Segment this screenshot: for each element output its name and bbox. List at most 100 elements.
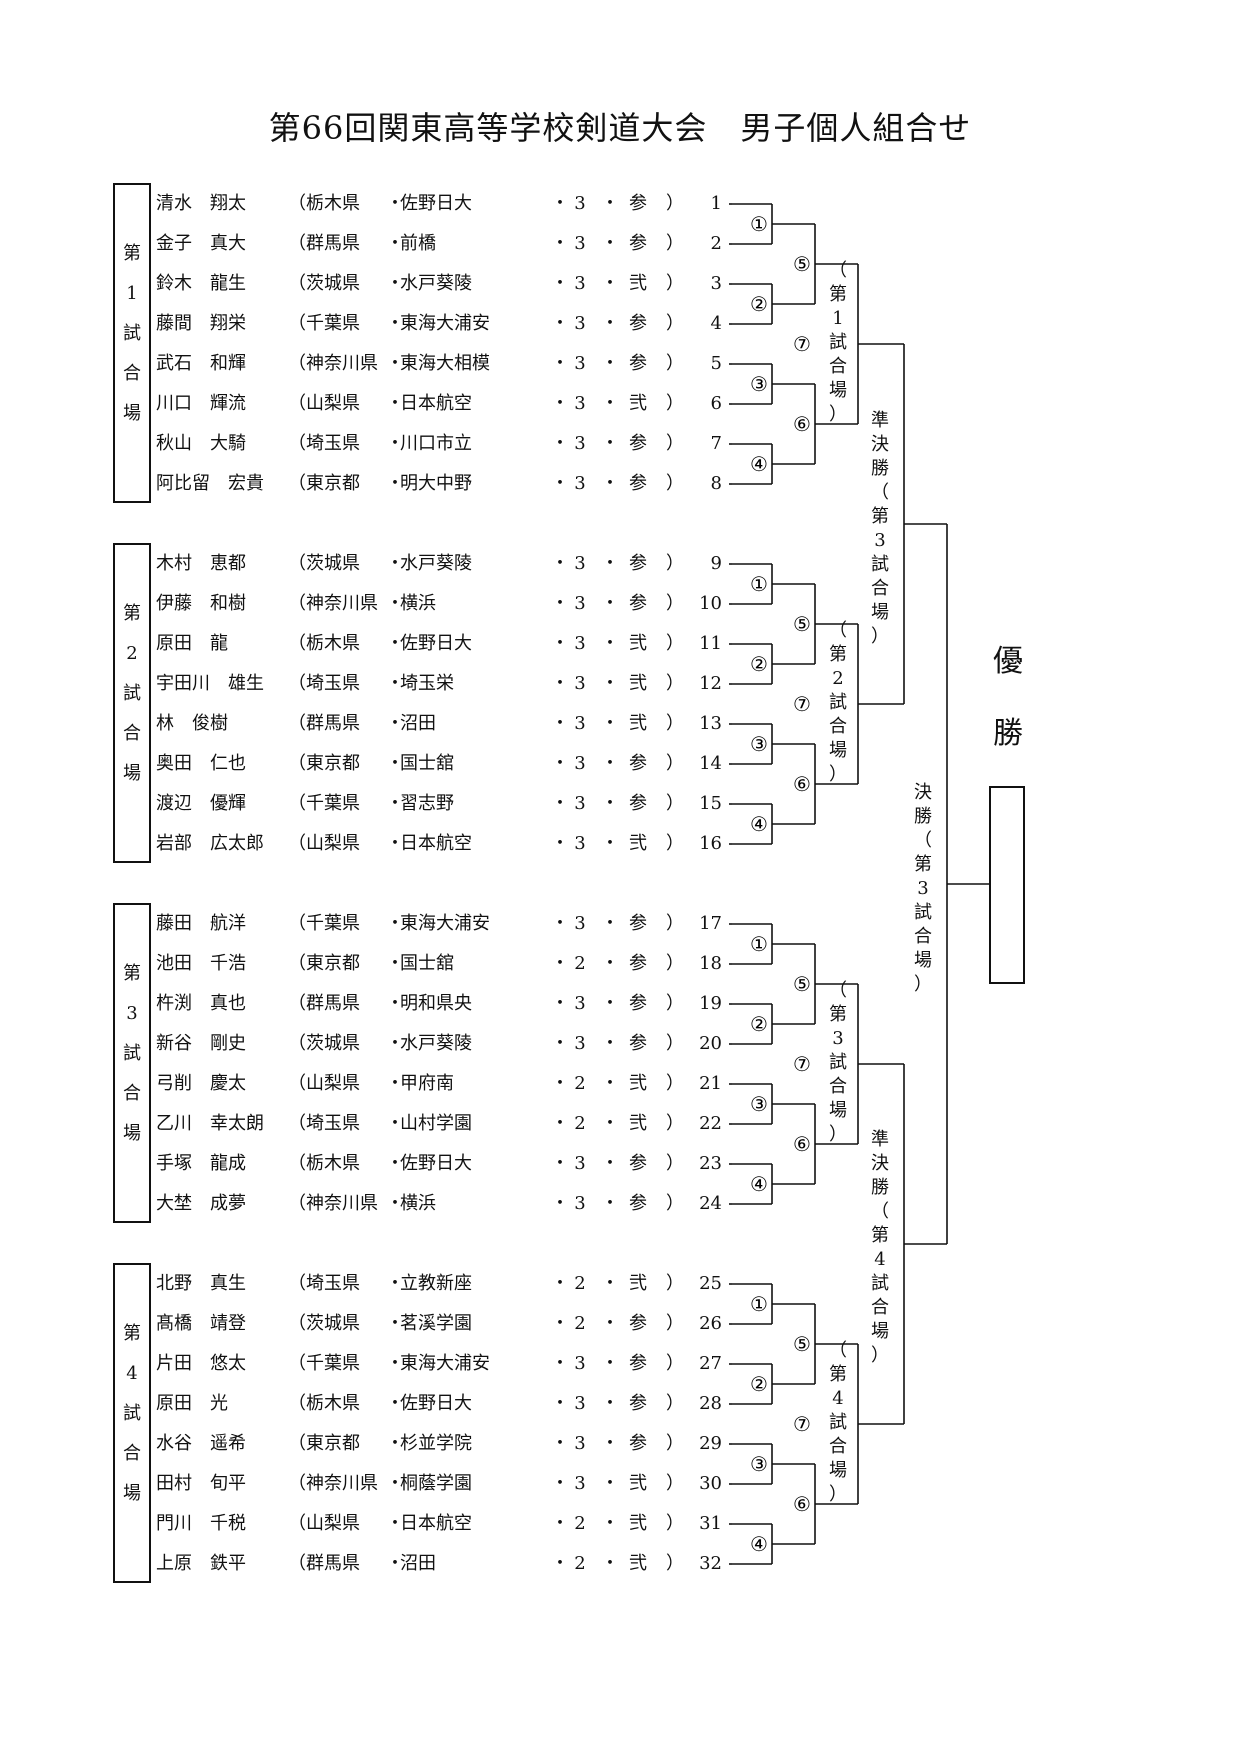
paren-open: （ xyxy=(288,1273,306,1294)
entry-row: 金子 真大（群馬県・前橋・3・参）2 xyxy=(156,229,726,259)
dot-sep: ・ xyxy=(386,1033,404,1054)
player-name: 阿比留 宏貴 xyxy=(156,473,264,494)
vlabel-char: 第 xyxy=(829,1004,847,1025)
dan-rank: 弐 xyxy=(629,273,647,294)
paren-open: （ xyxy=(288,673,306,694)
vlabel-char: 合 xyxy=(871,578,889,599)
entry-row: 清水 翔太（栃木県・佐野日大・3・参）1 xyxy=(156,189,726,219)
paren-close: ） xyxy=(666,393,684,414)
dot-sep: ・ xyxy=(601,553,619,574)
vlabel-char: 試 xyxy=(829,332,847,353)
school: 東海大浦安 xyxy=(400,313,490,334)
vlabel-char: 決 xyxy=(871,1153,889,1174)
dot-sep: ・ xyxy=(551,633,569,654)
school: 水戸葵陵 xyxy=(400,1033,472,1054)
title-sub: 男子個人組合せ xyxy=(740,109,972,147)
player-name: 伊藤 和樹 xyxy=(156,593,246,614)
dot-sep: ・ xyxy=(601,633,619,654)
match-number: ⑦ xyxy=(793,332,811,356)
school: 日本航空 xyxy=(400,1513,472,1534)
paren-open: （ xyxy=(288,1473,306,1494)
entry-row: 手塚 龍成（栃木県・佐野日大・3・参）23 xyxy=(156,1149,726,1179)
vlabel-char: 試 xyxy=(914,902,932,923)
paren-close: ） xyxy=(666,1113,684,1134)
entry-number: 9 xyxy=(710,553,722,574)
prefecture: 栃木県 xyxy=(306,1393,360,1414)
paren-open: （ xyxy=(288,1553,306,1574)
prefecture: 山梨県 xyxy=(306,833,360,854)
court-box-3 xyxy=(113,903,151,1223)
paren-open: （ xyxy=(288,633,306,654)
entry-row: 門川 千税（山梨県・日本航空・2・弐）31 xyxy=(156,1509,726,1539)
paren-close: ） xyxy=(666,633,684,654)
paren-close: ） xyxy=(666,1273,684,1294)
player-name: 川口 輝流 xyxy=(156,393,246,414)
court-label-char: 1 xyxy=(126,283,138,304)
match-number: ③ xyxy=(750,1092,768,1116)
school: 沼田 xyxy=(400,713,436,734)
dot-sep: ・ xyxy=(551,1553,569,1574)
dot-sep: ・ xyxy=(601,353,619,374)
school: 東海大相模 xyxy=(400,353,490,374)
dan-rank: 参 xyxy=(629,793,647,814)
entry-number: 22 xyxy=(699,1113,722,1134)
dan-rank: 参 xyxy=(629,1353,647,1374)
dot-sep: ・ xyxy=(551,1073,569,1094)
match-number: ② xyxy=(750,292,768,316)
dan-rank: 参 xyxy=(629,233,647,254)
grade: 3 xyxy=(574,673,586,694)
vlabel-char: 4 xyxy=(874,1249,886,1270)
match-number: ① xyxy=(750,212,768,236)
paren-open: （ xyxy=(288,193,306,214)
prefecture: 埼玉県 xyxy=(306,673,360,694)
dot-sep: ・ xyxy=(601,1473,619,1494)
dot-sep: ・ xyxy=(386,713,404,734)
entry-row: 原田 龍（栃木県・佐野日大・3・弐）11 xyxy=(156,629,726,659)
grade: 2 xyxy=(574,1073,586,1094)
dan-rank: 参 xyxy=(629,1393,647,1414)
school: 明和県央 xyxy=(400,993,472,1014)
vlabel-char: ） xyxy=(871,626,889,647)
dot-sep: ・ xyxy=(601,753,619,774)
paren-close: ） xyxy=(666,793,684,814)
court-label-char: 第 xyxy=(123,1323,141,1344)
grade: 2 xyxy=(574,1553,586,1574)
entry-number: 26 xyxy=(699,1313,722,1334)
entry-row: 新谷 剛史（茨城県・水戸葵陵・3・参）20 xyxy=(156,1029,726,1059)
prefecture: 神奈川県 xyxy=(306,1193,378,1214)
dot-sep: ・ xyxy=(551,553,569,574)
match-number: ⑤ xyxy=(793,972,811,996)
prefecture: 千葉県 xyxy=(306,1353,360,1374)
vlabel-char: 3 xyxy=(832,1028,844,1049)
school: 川口市立 xyxy=(400,433,472,454)
vlabel-char: 準 xyxy=(871,1129,889,1150)
title-main: 第66回関東高等学校剣道大会 xyxy=(268,109,708,147)
vlabel-char: ） xyxy=(914,974,932,995)
dan-rank: 参 xyxy=(629,953,647,974)
dot-sep: ・ xyxy=(551,1273,569,1294)
entry-row: 池田 千浩（東京都・国士舘・2・参）18 xyxy=(156,949,726,979)
court-label-char: 場 xyxy=(123,403,141,424)
court-label-char: 2 xyxy=(126,643,138,664)
dot-sep: ・ xyxy=(551,233,569,254)
dan-rank: 参 xyxy=(629,433,647,454)
paren-close: ） xyxy=(666,993,684,1014)
prefecture: 群馬県 xyxy=(306,993,360,1014)
paren-close: ） xyxy=(666,273,684,294)
match-number: ⑥ xyxy=(793,772,811,796)
dot-sep: ・ xyxy=(551,1033,569,1054)
paren-open: （ xyxy=(288,1313,306,1334)
prefecture: 東京都 xyxy=(306,473,360,494)
dot-sep: ・ xyxy=(601,673,619,694)
dot-sep: ・ xyxy=(601,1513,619,1534)
player-name: 金子 真大 xyxy=(156,233,246,254)
paren-close: ） xyxy=(666,193,684,214)
entry-row: 北野 真生（埼玉県・立教新座・2・弐）25 xyxy=(156,1269,726,1299)
vlabel-char: 第 xyxy=(914,854,932,875)
entry-number: 13 xyxy=(699,713,722,734)
school: 横浜 xyxy=(400,1193,436,1214)
grade: 3 xyxy=(574,753,586,774)
player-name: 清水 翔太 xyxy=(156,193,246,214)
